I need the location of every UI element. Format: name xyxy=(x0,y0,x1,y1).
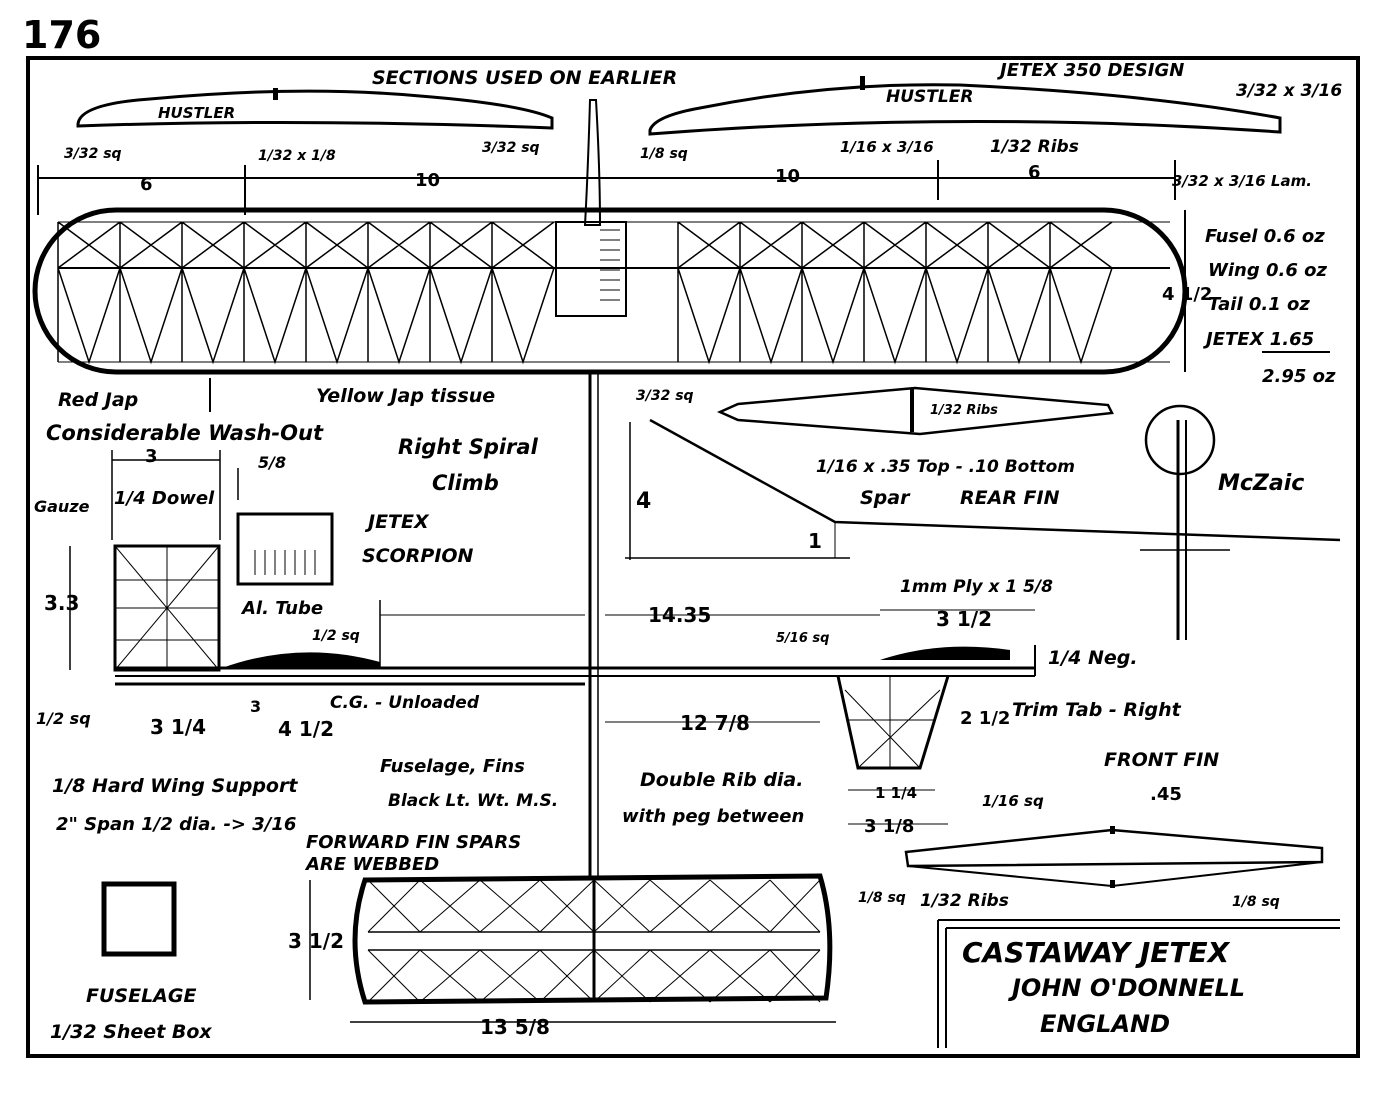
trim-tab-note: Trim Tab - Right xyxy=(1012,699,1182,721)
spiral-note: Right Spiral xyxy=(398,435,539,459)
dim-3-1-8: 3 1/8 xyxy=(864,816,914,837)
wing-dimension-line xyxy=(37,160,1176,215)
page-number: 176 xyxy=(22,13,101,57)
right-airfoil-name: HUSTLER xyxy=(886,87,973,107)
front-fin-planform xyxy=(904,826,1324,888)
imm-ply-note: 1mm Ply x 1 5/8 xyxy=(900,577,1053,597)
tail-spar-note: 1/16 x .35 Top - .10 Bottom xyxy=(816,457,1075,477)
left-te-size: 3/32 sq xyxy=(482,140,540,156)
rear-fin-height: 4 xyxy=(636,489,651,514)
sq-1-16: 1/16 sq xyxy=(982,792,1044,810)
weight-fusel: Fusel 0.6 oz xyxy=(1205,226,1325,247)
front-view xyxy=(1140,404,1230,640)
dim-3-1-4: 3 1/4 xyxy=(150,715,206,739)
mount-dim-3-3: 3.3 xyxy=(44,591,79,615)
front-fin-ribs: 1/32 Ribs xyxy=(920,891,1009,911)
spar-note: 3/32 x 3/16 xyxy=(1236,81,1342,101)
neg-note: 1/4 Neg. xyxy=(1048,647,1138,669)
half-sq-upper: 1/2 sq xyxy=(312,628,360,644)
front-fin-title: FRONT FIN xyxy=(1104,749,1219,771)
designer-signature: McZaic xyxy=(1218,471,1304,496)
cg-label: C.G. - Unloaded xyxy=(330,693,480,713)
front-fin-sq-b: 1/8 sq xyxy=(1232,894,1280,910)
half-sq-lower: 1/2 sq xyxy=(36,709,91,728)
title-line-3: ENGLAND xyxy=(1040,1010,1170,1038)
red-jap-note: Red Jap xyxy=(58,389,138,411)
rear-fin-profile xyxy=(625,386,1341,560)
left-le-size: 3/32 sq xyxy=(64,146,122,162)
double-rib-note: Double Rib dia. xyxy=(640,769,803,791)
climb-note: Climb xyxy=(432,471,499,495)
dim-14-35: 14.35 xyxy=(648,603,711,627)
tail-ribs: 1/32 Ribs xyxy=(930,403,998,418)
fuselage-label: FUSELAGE xyxy=(86,985,196,1007)
rear-fin-width: 1 xyxy=(808,529,822,553)
design-note: JETEX 350 DESIGN xyxy=(997,60,1184,81)
hard-wing-support: 1/8 Hard Wing Support xyxy=(52,775,298,797)
stabilizer-planform xyxy=(309,873,836,1023)
fuselage-box-section xyxy=(101,881,177,957)
weight-jetex: JETEX 1.65 xyxy=(1203,329,1314,350)
dowel-label: 1/4 Dowel xyxy=(114,488,215,509)
title-block-frame xyxy=(937,919,1340,1048)
with-peg-note: with peg between xyxy=(622,806,804,827)
sheet-border xyxy=(26,56,1360,1058)
gauze-label: Gauze xyxy=(34,497,90,516)
tail-le-size: 3/32 sq xyxy=(636,388,694,404)
mount-dim-3: 3 xyxy=(145,446,158,467)
washout-note: Considerable Wash-Out xyxy=(46,421,324,445)
left-spar-size: 1/32 x 1/8 xyxy=(258,148,336,164)
lam-note: 3/32 x 3/16 Lam. xyxy=(1172,172,1312,190)
jetex-label: JETEX xyxy=(364,511,430,533)
fuselage-fins-note: Fuselage, Fins xyxy=(380,756,525,777)
dim-3-1-2: 3 1/2 xyxy=(936,607,992,631)
scorpion-label: SCORPION xyxy=(362,545,474,567)
main-wing-planform xyxy=(32,207,1188,375)
fwd-fin-spars-note: FORWARD FIN SPARS xyxy=(306,832,521,853)
wing-dim-10-right: 10 xyxy=(775,166,800,187)
title-line-1: CASTAWAY JETEX xyxy=(962,936,1231,969)
stab-height: 3 1/2 xyxy=(288,929,344,953)
al-tube-label: Al. Tube xyxy=(240,598,323,619)
dim-3b: 3 xyxy=(250,697,261,716)
span-note: 2" Span 1/2 dia. -> 3/16 xyxy=(56,814,296,835)
wing-dim-6-right: 6 xyxy=(1028,162,1041,183)
webbed-note: ARE WEBBED xyxy=(304,854,439,875)
right-ribs: 1/32 Ribs xyxy=(990,137,1079,157)
dim-4-1-2: 4 1/2 xyxy=(278,717,334,741)
black-lt-note: Black Lt. Wt. M.S. xyxy=(388,791,558,811)
fuselage-stick xyxy=(583,99,602,880)
stab-width: 13 5/8 xyxy=(480,1015,550,1039)
right-le-size: 1/8 sq xyxy=(640,146,688,162)
weight-total: 2.95 oz xyxy=(1262,366,1336,387)
wing-dim-10-left: 10 xyxy=(415,170,440,191)
right-airfoil-section xyxy=(648,76,1282,136)
sheet-box-label: 1/32 Sheet Box xyxy=(50,1021,212,1043)
front-fin-value: .45 xyxy=(1150,784,1182,805)
rear-fin-label: REAR FIN xyxy=(960,487,1060,509)
wing-dim-6-left: 6 xyxy=(140,174,153,195)
dim-2-1-2: 2 1/2 xyxy=(960,708,1010,729)
yellow-tissue-note: Yellow Jap tissue xyxy=(316,385,495,407)
forward-fin-side xyxy=(836,675,950,825)
weight-wing: Wing 0.6 oz xyxy=(1208,260,1328,281)
right-spar-size: 1/16 x 3/16 xyxy=(840,138,934,156)
dim-1-1-4: 1 1/4 xyxy=(875,784,917,802)
left-airfoil-name: HUSTLER xyxy=(158,104,235,122)
side-view-fuselage xyxy=(115,600,1036,686)
tail-spar-label: Spar xyxy=(860,487,911,509)
title-line-2: JOHN O'DONNELL xyxy=(1008,974,1245,1002)
weight-tail: Tail 0.1 oz xyxy=(1208,294,1310,315)
dim-12-7-8: 12 7/8 xyxy=(680,711,750,735)
sections-note: SECTIONS USED ON EARLIER xyxy=(372,67,677,89)
mount-dim-5-8: 5/8 xyxy=(258,453,286,472)
front-fin-sq-a: 1/8 sq xyxy=(858,890,906,906)
left-airfoil-section xyxy=(76,88,554,130)
chord-dim: 4 1/2 xyxy=(1162,284,1212,305)
jetex-mount-detail xyxy=(69,450,334,672)
sq-5-16: 5/16 sq xyxy=(776,631,829,646)
